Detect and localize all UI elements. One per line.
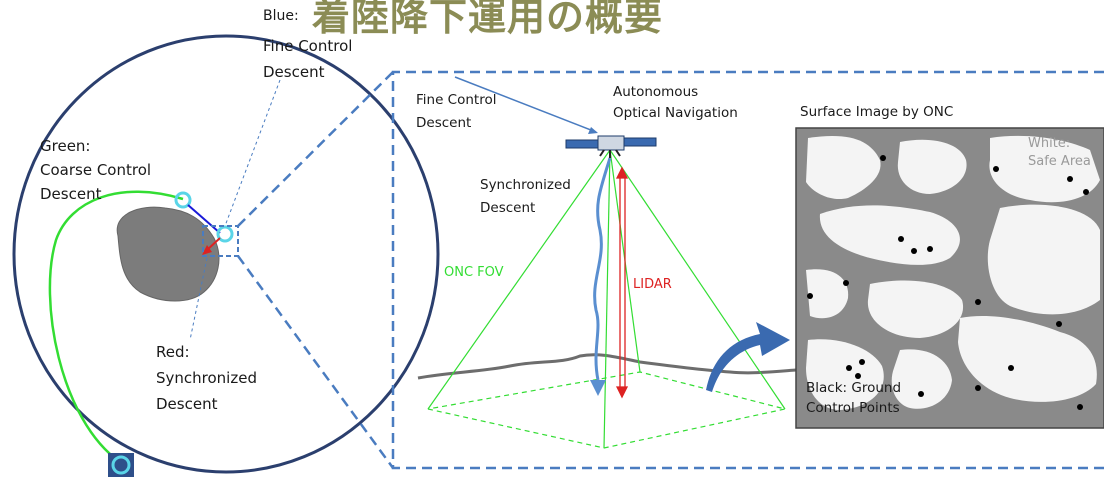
red-label-line-2: Synchronized [156,369,257,387]
onc-fov-label: ONC FOV [444,265,504,280]
green-label-line-3: Descent [40,185,102,203]
ground-surface [417,353,797,380]
white-safe-label-2: Safe Area [1028,154,1091,169]
ground-control-points [807,155,1089,410]
spacecraft-icon [108,453,134,477]
orbit-ellipse [12,34,440,474]
blue-label-line-1: Fine Control [263,37,353,55]
red-label-line-3: Descent [156,395,218,413]
sync-descent-arrowhead [590,380,606,396]
safe-areas [806,135,1100,410]
blue-leader-line [224,79,281,227]
synchronized-label-2: Descent [480,200,536,216]
red-label-line-1: Red: [156,343,190,361]
asteroid [116,206,220,302]
black-gcp-label-2: Control Points [806,400,900,416]
green-label-line-2: Coarse Control [40,161,152,179]
lidar-label: LIDAR [633,277,672,292]
autonomous-label-2: Optical Navigation [613,105,738,121]
to-surface-image-arrow [706,322,790,392]
white-safe-label-1: White: [1028,136,1071,151]
onc-fov-pyramid [427,149,786,449]
fine-control-label-1: Fine Control [416,92,497,108]
page-title: 着陸降下運用の概要 [312,0,664,39]
surface-image-label: Surface Image by ONC [800,104,954,120]
zoom-source-box [202,225,239,257]
blue-label-head: Blue: [263,8,299,24]
fine-control-pointer [454,76,597,133]
onc-spacecraft-icon [565,135,657,158]
red-leader-line [189,257,208,341]
lidar-arrows [615,166,629,399]
green-label-line-1: Green: [40,137,91,155]
blue-label-line-2: Descent [263,63,325,81]
fine-control-marker [216,225,234,243]
fine-control-label-2: Descent [416,115,472,131]
zoom-line-top [237,71,394,227]
synchronized-label-1: Synchronized [480,177,571,193]
red-sync-path [206,237,221,251]
blue-fine-path [187,204,221,234]
zoom-box [391,70,1104,470]
fine-control-pointer-head [588,127,598,134]
zoom-line-bottom [236,255,395,469]
sync-descent-path [593,157,612,381]
green-coarse-path [48,190,184,464]
black-gcp-label-1: Black: Ground [806,380,902,396]
autonomous-label-1: Autonomous [613,84,699,100]
red-arrow-head [202,245,212,255]
green-start-marker [174,191,192,209]
